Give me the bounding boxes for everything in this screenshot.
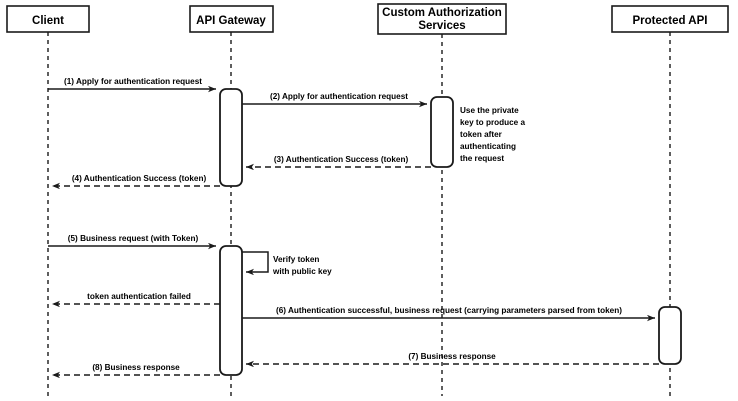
note-private-key: Use the private key to produce a token a… [460, 106, 526, 163]
activation-bar-protected-api [658, 306, 682, 365]
self-message-label-line2: with public key [272, 267, 332, 276]
message-4-label: (4) Authentication Success (token) [72, 174, 207, 183]
participant-label-custom-auth-line2: Services [418, 20, 465, 32]
message-5[interactable]: (5) Business request (with Token) [48, 234, 216, 250]
message-6-label: (6) Authentication successful, business … [276, 306, 622, 315]
activation-bar-api-gateway-business [219, 245, 243, 376]
message-7-label: (7) Business response [408, 352, 496, 361]
participant-header-client[interactable]: Client [6, 5, 90, 33]
message-4[interactable]: (4) Authentication Success (token) [52, 174, 220, 190]
message-8[interactable]: (8) Business response [52, 363, 220, 379]
message-1[interactable]: (1) Apply for authentication request [48, 77, 216, 93]
note-line-4: authenticating [460, 142, 516, 151]
message-6[interactable]: (6) Authentication successful, business … [242, 306, 655, 322]
message-2[interactable]: (2) Apply for authentication request [242, 92, 427, 108]
message-8-label: (8) Business response [92, 363, 180, 372]
message-token-authentication-failed-label: token authentication failed [87, 292, 191, 301]
self-message-verify-token[interactable]: Verify token with public key [242, 251, 332, 276]
self-message-label-line1: Verify token [273, 255, 319, 264]
note-line-5: the request [460, 154, 504, 163]
participant-label-client: Client [32, 15, 64, 27]
activation-bar-api-gateway-auth [219, 88, 243, 187]
note-line-3: token after [460, 130, 503, 139]
message-2-label: (2) Apply for authentication request [270, 92, 408, 101]
message-5-label: (5) Business request (with Token) [68, 234, 199, 243]
participant-header-custom-authorization-services[interactable]: Custom Authorization Services [377, 3, 507, 35]
note-line-2: key to produce a [460, 118, 526, 127]
participant-label-custom-auth-line1: Custom Authorization [382, 7, 502, 19]
message-token-authentication-failed[interactable]: token authentication failed [52, 292, 220, 308]
message-7[interactable]: (7) Business response [246, 352, 659, 368]
participant-header-api-gateway[interactable]: API Gateway [189, 5, 274, 33]
message-3-label: (3) Authentication Success (token) [274, 155, 409, 164]
message-1-label: (1) Apply for authentication request [64, 77, 202, 86]
participant-label-protected-api: Protected API [633, 15, 708, 27]
participant-label-api-gateway: API Gateway [196, 15, 266, 27]
note-line-1: Use the private [460, 106, 519, 115]
message-3[interactable]: (3) Authentication Success (token) [246, 155, 431, 171]
activation-bar-custom-auth [430, 96, 454, 168]
participant-header-protected-api[interactable]: Protected API [611, 5, 729, 33]
